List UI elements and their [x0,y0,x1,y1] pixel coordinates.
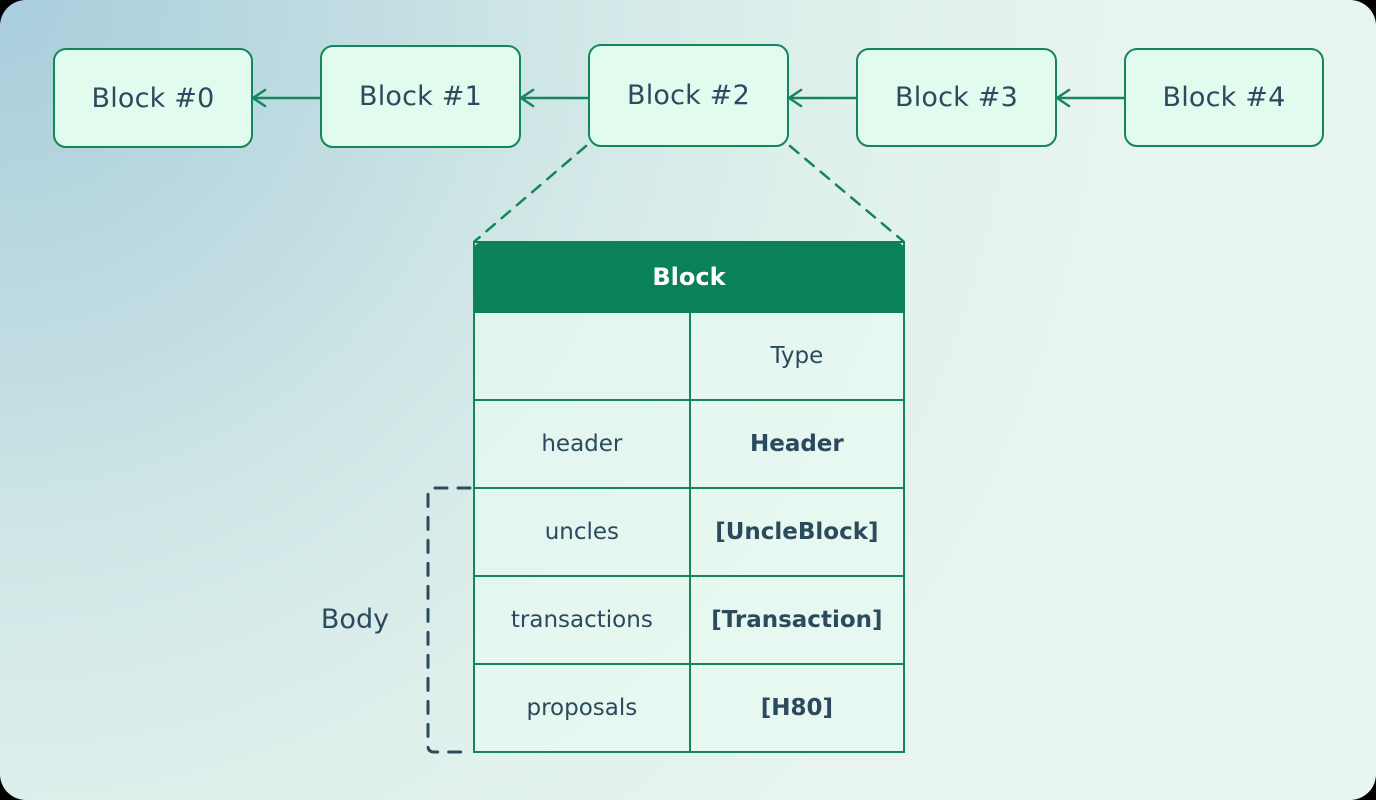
field-name-transactions: transactions [473,575,691,665]
chain-block-0-label: Block #0 [91,82,215,114]
field-type-proposals: [H80] [688,663,906,753]
column-header-type: Type [688,311,906,401]
table-title: Block [473,241,905,313]
field-name-proposals: proposals [473,663,691,753]
chain-block-2[interactable]: Block #2 [588,44,789,147]
arrow-block4-to-block3 [1055,88,1124,108]
chain-block-4-label: Block #4 [1162,82,1286,113]
block-detail-table: Block Type header Header uncles [UncleBl… [473,241,906,753]
field-type-transactions: [Transaction] [688,575,906,665]
arrow-block2-to-block1 [519,88,588,108]
arrow-block1-to-block0 [251,88,320,108]
table-row: proposals [H80] [473,663,906,753]
table-row: header Header [473,399,906,489]
chain-block-1-label: Block #1 [358,81,482,112]
chain-block-3-label: Block #3 [894,82,1018,113]
table-column-header-row: Type [473,311,906,401]
field-name-header: header [473,399,691,489]
callout-line-right [788,144,905,243]
chain-block-4[interactable]: Block #4 [1124,48,1324,147]
chain-block-3[interactable]: Block #3 [856,48,1057,147]
table-header-row: Block [473,241,905,313]
chain-block-2-label: Block #2 [626,80,750,111]
chain-block-1[interactable]: Block #1 [320,45,521,148]
chain-block-0[interactable]: Block #0 [53,48,253,148]
table-row: uncles [UncleBlock] [473,487,906,577]
body-group-label: Body [320,604,390,635]
arrow-block3-to-block2 [787,88,856,108]
body-bracket [426,486,472,754]
column-header-name [473,311,691,401]
field-type-header: Header [688,399,906,489]
field-name-uncles: uncles [473,487,691,577]
table-row: transactions [Transaction] [473,575,906,665]
field-type-uncles: [UncleBlock] [688,487,906,577]
callout-line-left [473,144,588,243]
